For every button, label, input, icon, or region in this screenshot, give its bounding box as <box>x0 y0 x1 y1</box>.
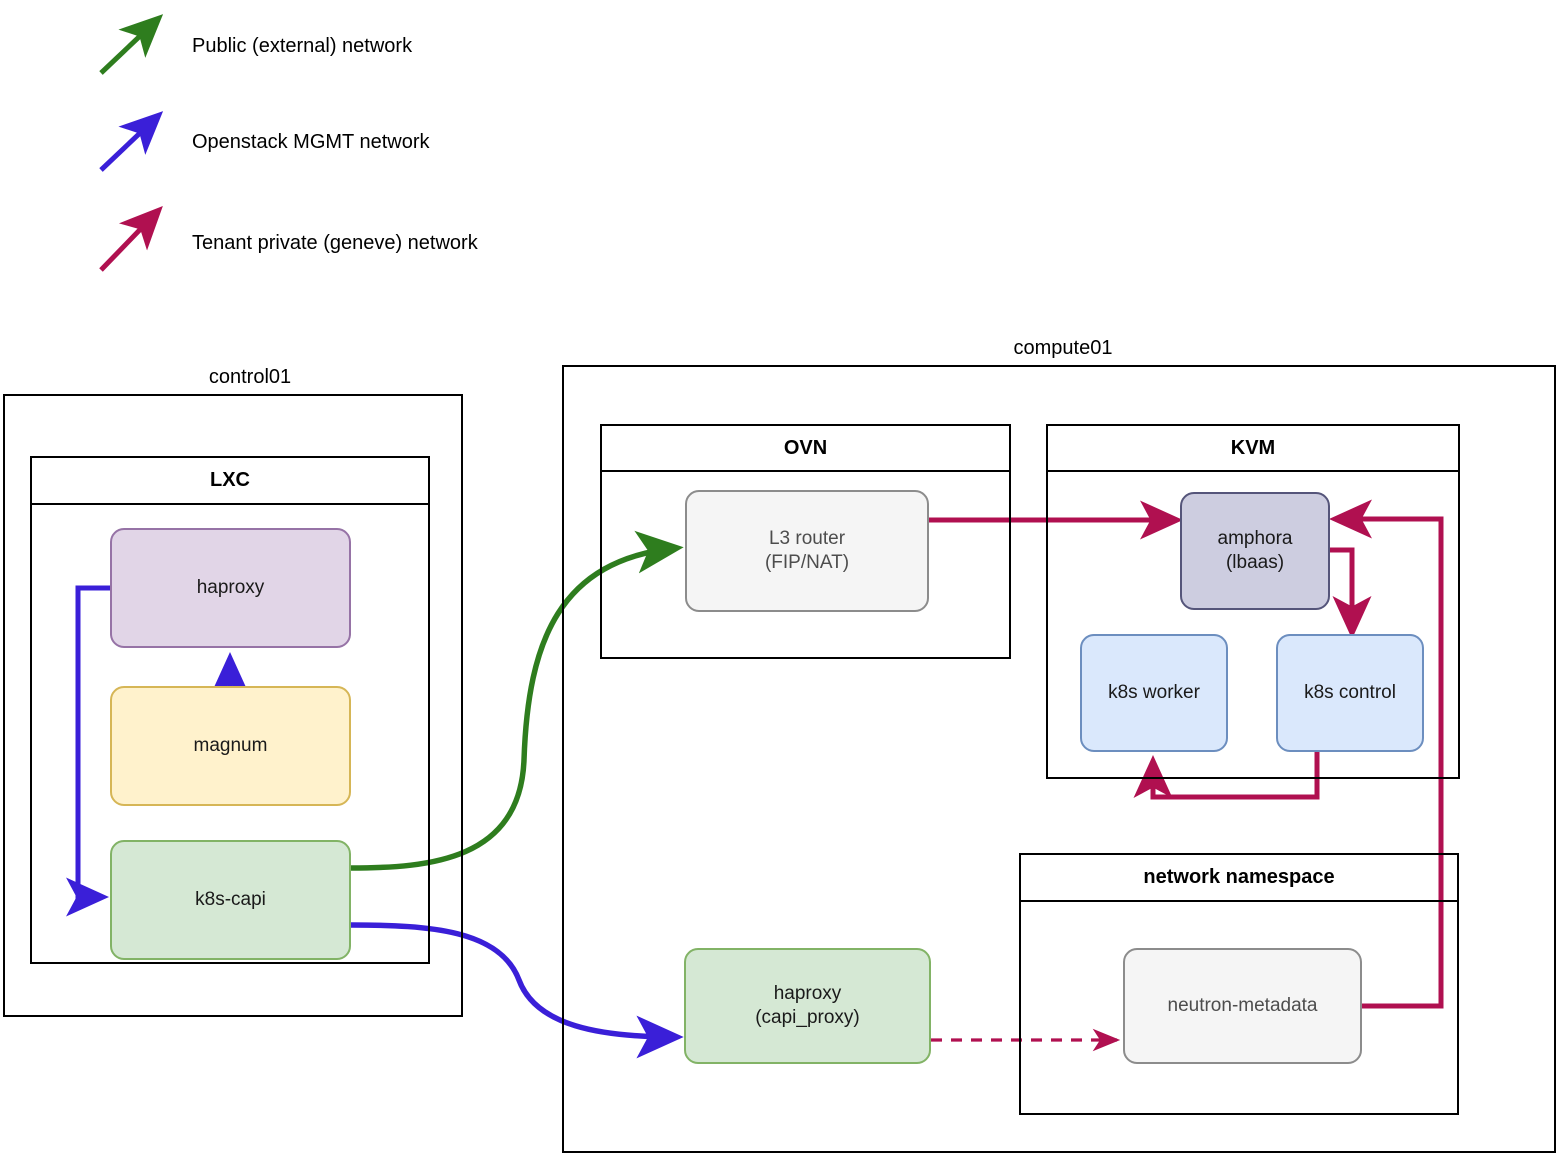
node-label-haproxy-capi-line2: (capi_proxy) <box>755 1007 860 1028</box>
group-header-kvm: KVM <box>1048 426 1458 472</box>
group-box-netns: network namespace <box>1019 853 1459 1115</box>
host-box-control01 <box>3 394 463 1017</box>
host-title-control01: control01 <box>208 366 292 388</box>
node-label-magnum: magnum <box>193 734 268 756</box>
node-magnum[interactable]: magnum <box>110 686 351 806</box>
node-label-haproxy-control: haproxy <box>196 576 265 598</box>
node-amphora[interactable]: amphora (lbaas) <box>1180 492 1330 610</box>
node-l3-router[interactable]: L3 router (FIP/NAT) <box>685 490 929 612</box>
node-label-l3-router-line1: L3 router <box>768 527 846 549</box>
group-box-lxc: LXC <box>30 456 430 964</box>
legend-label-tenant: Tenant private (geneve) network <box>192 232 478 254</box>
node-k8s-capi[interactable]: k8s-capi <box>110 840 351 960</box>
legend-label-mgmt: Openstack MGMT network <box>192 131 430 153</box>
node-label-haproxy-capi-line1: haproxy <box>773 982 842 1004</box>
node-label-amphora-line1: amphora <box>1217 527 1293 549</box>
node-label-k8s-worker: k8s worker <box>1108 681 1200 703</box>
group-header-lxc: LXC <box>32 458 428 505</box>
group-box-kvm: KVM <box>1046 424 1460 779</box>
host-title-compute01: compute01 <box>1013 337 1113 359</box>
legend-arrow-mgmt <box>99 111 164 172</box>
group-header-netns: network namespace <box>1021 855 1457 902</box>
host-box-compute01 <box>562 365 1556 1153</box>
node-label-k8s-capi: k8s-capi <box>195 888 266 910</box>
group-box-ovn: OVN <box>600 424 1011 659</box>
node-k8s-control[interactable]: k8s control <box>1276 634 1424 752</box>
node-label-l3-router-line2: (FIP/NAT) <box>764 552 850 573</box>
group-title-netns: network namespace <box>1143 866 1335 888</box>
node-haproxy-capi-proxy[interactable]: haproxy (capi_proxy) <box>684 948 931 1064</box>
legend-arrow-tenant <box>99 205 163 272</box>
group-title-ovn: OVN <box>783 436 828 459</box>
legend-label-public: Public (external) network <box>192 35 413 57</box>
group-title-lxc: LXC <box>210 469 250 491</box>
node-label-amphora-line2: (lbaas) <box>1225 552 1285 573</box>
group-title-kvm: KVM <box>1230 436 1276 459</box>
node-label-k8s-control: k8s control <box>1304 681 1396 703</box>
legend-arrow-public <box>99 14 164 75</box>
node-neutron-metadata[interactable]: neutron-metadata <box>1123 948 1362 1064</box>
node-haproxy-control[interactable]: haproxy <box>110 528 351 648</box>
group-header-ovn: OVN <box>602 426 1009 472</box>
node-label-neutron-metadata: neutron-metadata <box>1167 994 1318 1016</box>
node-k8s-worker[interactable]: k8s worker <box>1080 634 1228 752</box>
